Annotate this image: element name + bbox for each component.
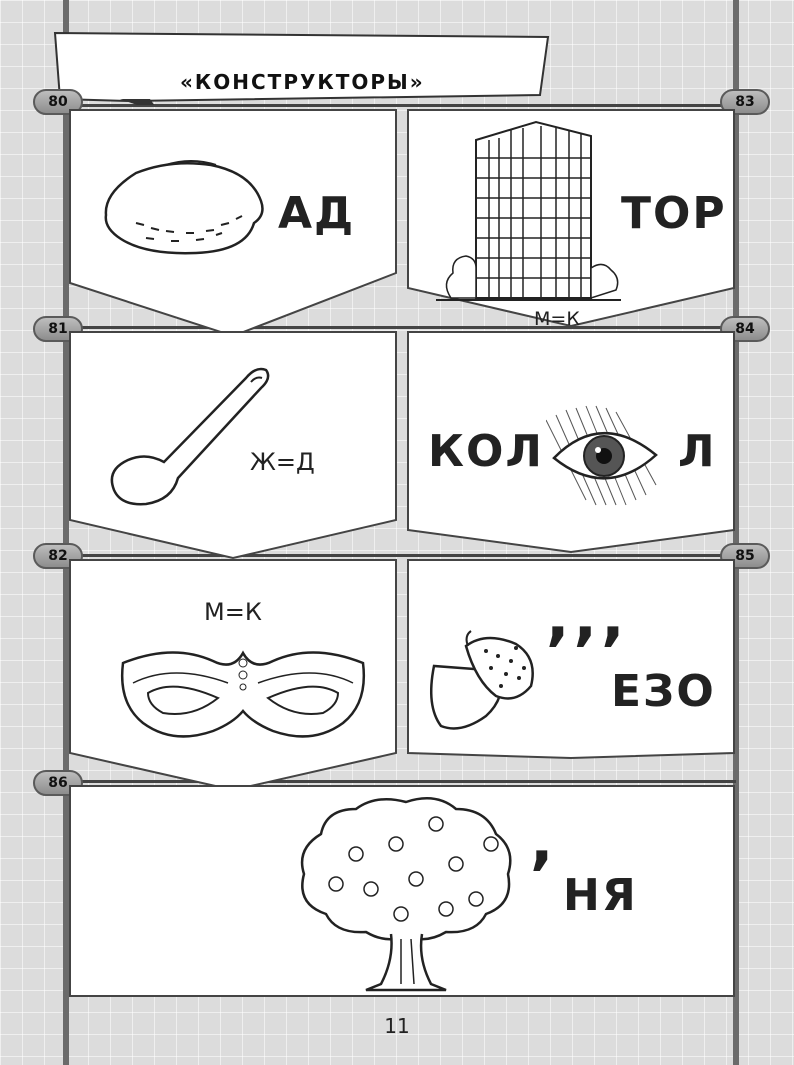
puzzle-card-84: КОЛ Л: [406, 330, 736, 560]
puzzle-commas: ,,,: [546, 580, 629, 653]
rail: [66, 326, 736, 329]
puzzle-card-81: Ж=Д: [68, 330, 398, 560]
puzzle-commas: ,: [530, 804, 556, 877]
title-banner: [53, 31, 550, 105]
puzzle-hint: Ж=Д: [250, 448, 315, 476]
puzzle-card-86: , НЯ: [68, 784, 736, 999]
page-title: «КОНСТРУКТОРЫ»: [180, 70, 425, 94]
puzzle-word-end: Л: [678, 426, 717, 477]
eye-icon: [546, 405, 658, 506]
puzzle-word: НЯ: [563, 870, 638, 921]
page-number: 11: [384, 1014, 410, 1038]
puzzle-number: 81: [33, 316, 83, 342]
puzzle-hint: М=К: [534, 308, 580, 330]
puzzle-hint: М=К: [204, 598, 262, 626]
puzzle-card-83: ТОР М=К: [406, 108, 736, 338]
puzzle-card-80: АД: [68, 108, 398, 338]
apartment-building-icon: [436, 120, 621, 301]
puzzle-card-82: М=К: [68, 558, 398, 792]
acorn-icon: [429, 630, 534, 730]
puzzle-word: ТОР: [621, 188, 727, 239]
rail: [66, 104, 736, 107]
spoon-icon: [110, 367, 270, 506]
lemon-icon: [104, 160, 264, 255]
rail: [66, 554, 736, 557]
left-pole: [63, 0, 69, 1065]
mask-icon: [121, 650, 365, 738]
rail: [66, 780, 736, 783]
puzzle-word: КОЛ: [428, 426, 544, 477]
puzzle-word: АД: [278, 188, 356, 239]
right-pole: [733, 0, 739, 1065]
apple-tree-icon: [300, 797, 512, 992]
puzzle-word: ЕЗО: [611, 666, 716, 717]
puzzle-card-85: ,,, ЕЗО: [406, 558, 736, 788]
